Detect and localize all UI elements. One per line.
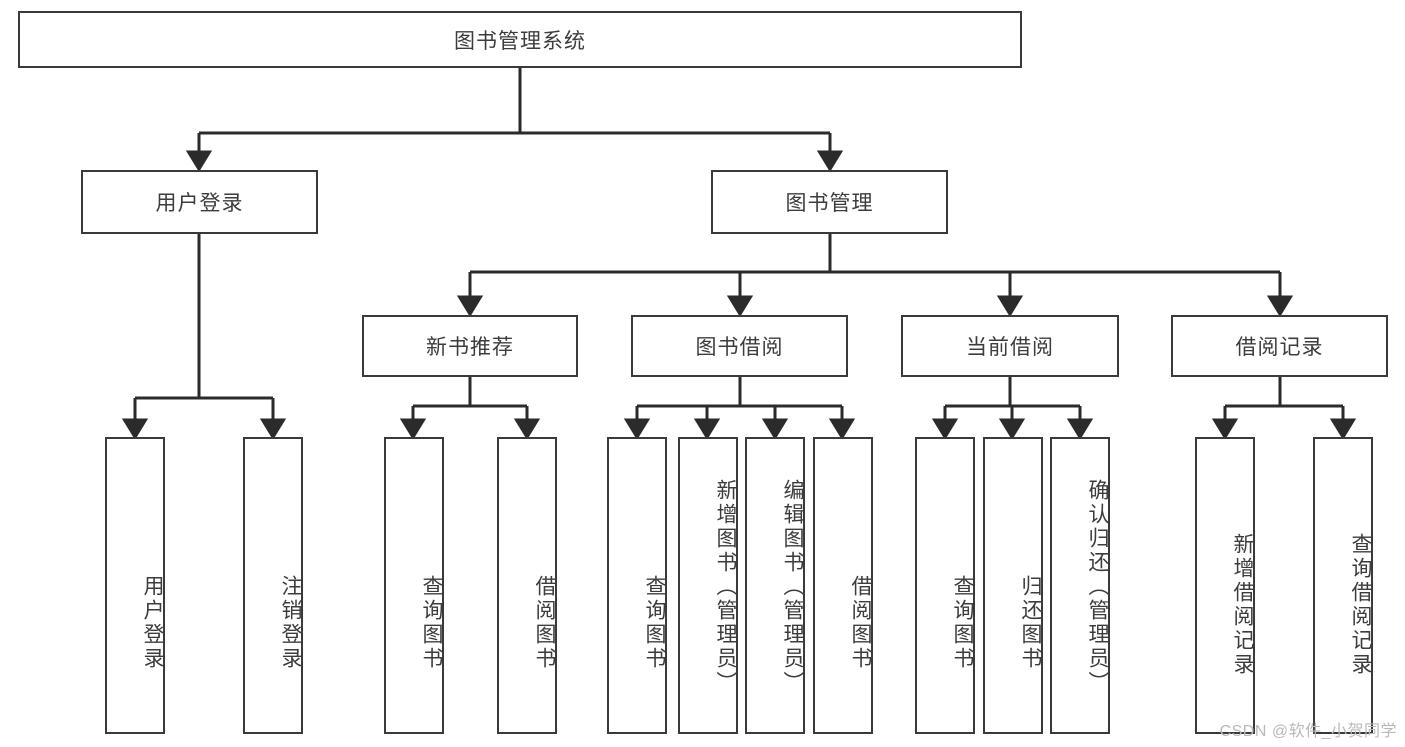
node-label: 归还图书 [1019, 574, 1042, 671]
node-leaf-query-book-recommend[interactable]: 查询图书 [384, 437, 444, 734]
node-label: 图书管理系统 [454, 29, 586, 53]
node-label: 查询图书 [951, 574, 974, 671]
node-borrow-record[interactable]: 借阅记录 [1171, 315, 1388, 377]
node-label: 借阅图书 [849, 574, 872, 671]
node-leaf-logout[interactable]: 注销登录 [243, 437, 303, 734]
node-label: 确认归还（管理员） [1086, 478, 1109, 695]
node-label: 查询图书 [420, 574, 443, 671]
node-label: 查询图书 [643, 574, 666, 671]
node-leaf-edit-book-admin[interactable]: 编辑图书（管理员） [745, 437, 805, 734]
node-leaf-user-login[interactable]: 用户登录 [105, 437, 165, 734]
node-leaf-query-book-current[interactable]: 查询图书 [915, 437, 975, 734]
node-label: 新增借阅记录 [1231, 532, 1254, 677]
node-label: 当前借阅 [966, 336, 1054, 359]
node-label: 图书管理 [785, 192, 874, 215]
node-label: 新增图书（管理员） [714, 478, 737, 695]
node-leaf-add-book-admin[interactable]: 新增图书（管理员） [678, 437, 738, 734]
node-book-borrow[interactable]: 图书借阅 [631, 315, 848, 377]
node-label: 注销登录 [279, 574, 302, 671]
node-new-book-recommend[interactable]: 新书推荐 [362, 315, 578, 377]
node-label: 图书借阅 [695, 336, 784, 359]
node-book-management[interactable]: 图书管理 [711, 170, 948, 234]
node-leaf-confirm-return-admin[interactable]: 确认归还（管理员） [1050, 437, 1110, 734]
node-label: 用户登录 [155, 192, 244, 215]
node-label: 编辑图书（管理员） [781, 478, 804, 695]
node-user-login[interactable]: 用户登录 [81, 170, 318, 234]
node-label: 查询借阅记录 [1349, 532, 1372, 677]
node-label: 新书推荐 [426, 336, 514, 359]
node-label: 借阅图书 [533, 574, 556, 671]
node-root-book-management-system[interactable]: 图书管理系统 [18, 11, 1022, 68]
node-label: 用户登录 [141, 574, 164, 671]
node-leaf-borrow-book[interactable]: 借阅图书 [813, 437, 873, 734]
node-leaf-return-book[interactable]: 归还图书 [983, 437, 1043, 734]
node-leaf-query-book-borrow[interactable]: 查询图书 [607, 437, 667, 734]
node-current-borrow[interactable]: 当前借阅 [901, 315, 1119, 377]
node-label: 借阅记录 [1235, 336, 1324, 359]
node-leaf-borrow-book-recommend[interactable]: 借阅图书 [497, 437, 557, 734]
node-leaf-query-borrow-record[interactable]: 查询借阅记录 [1313, 437, 1373, 734]
node-leaf-add-borrow-record[interactable]: 新增借阅记录 [1195, 437, 1255, 734]
